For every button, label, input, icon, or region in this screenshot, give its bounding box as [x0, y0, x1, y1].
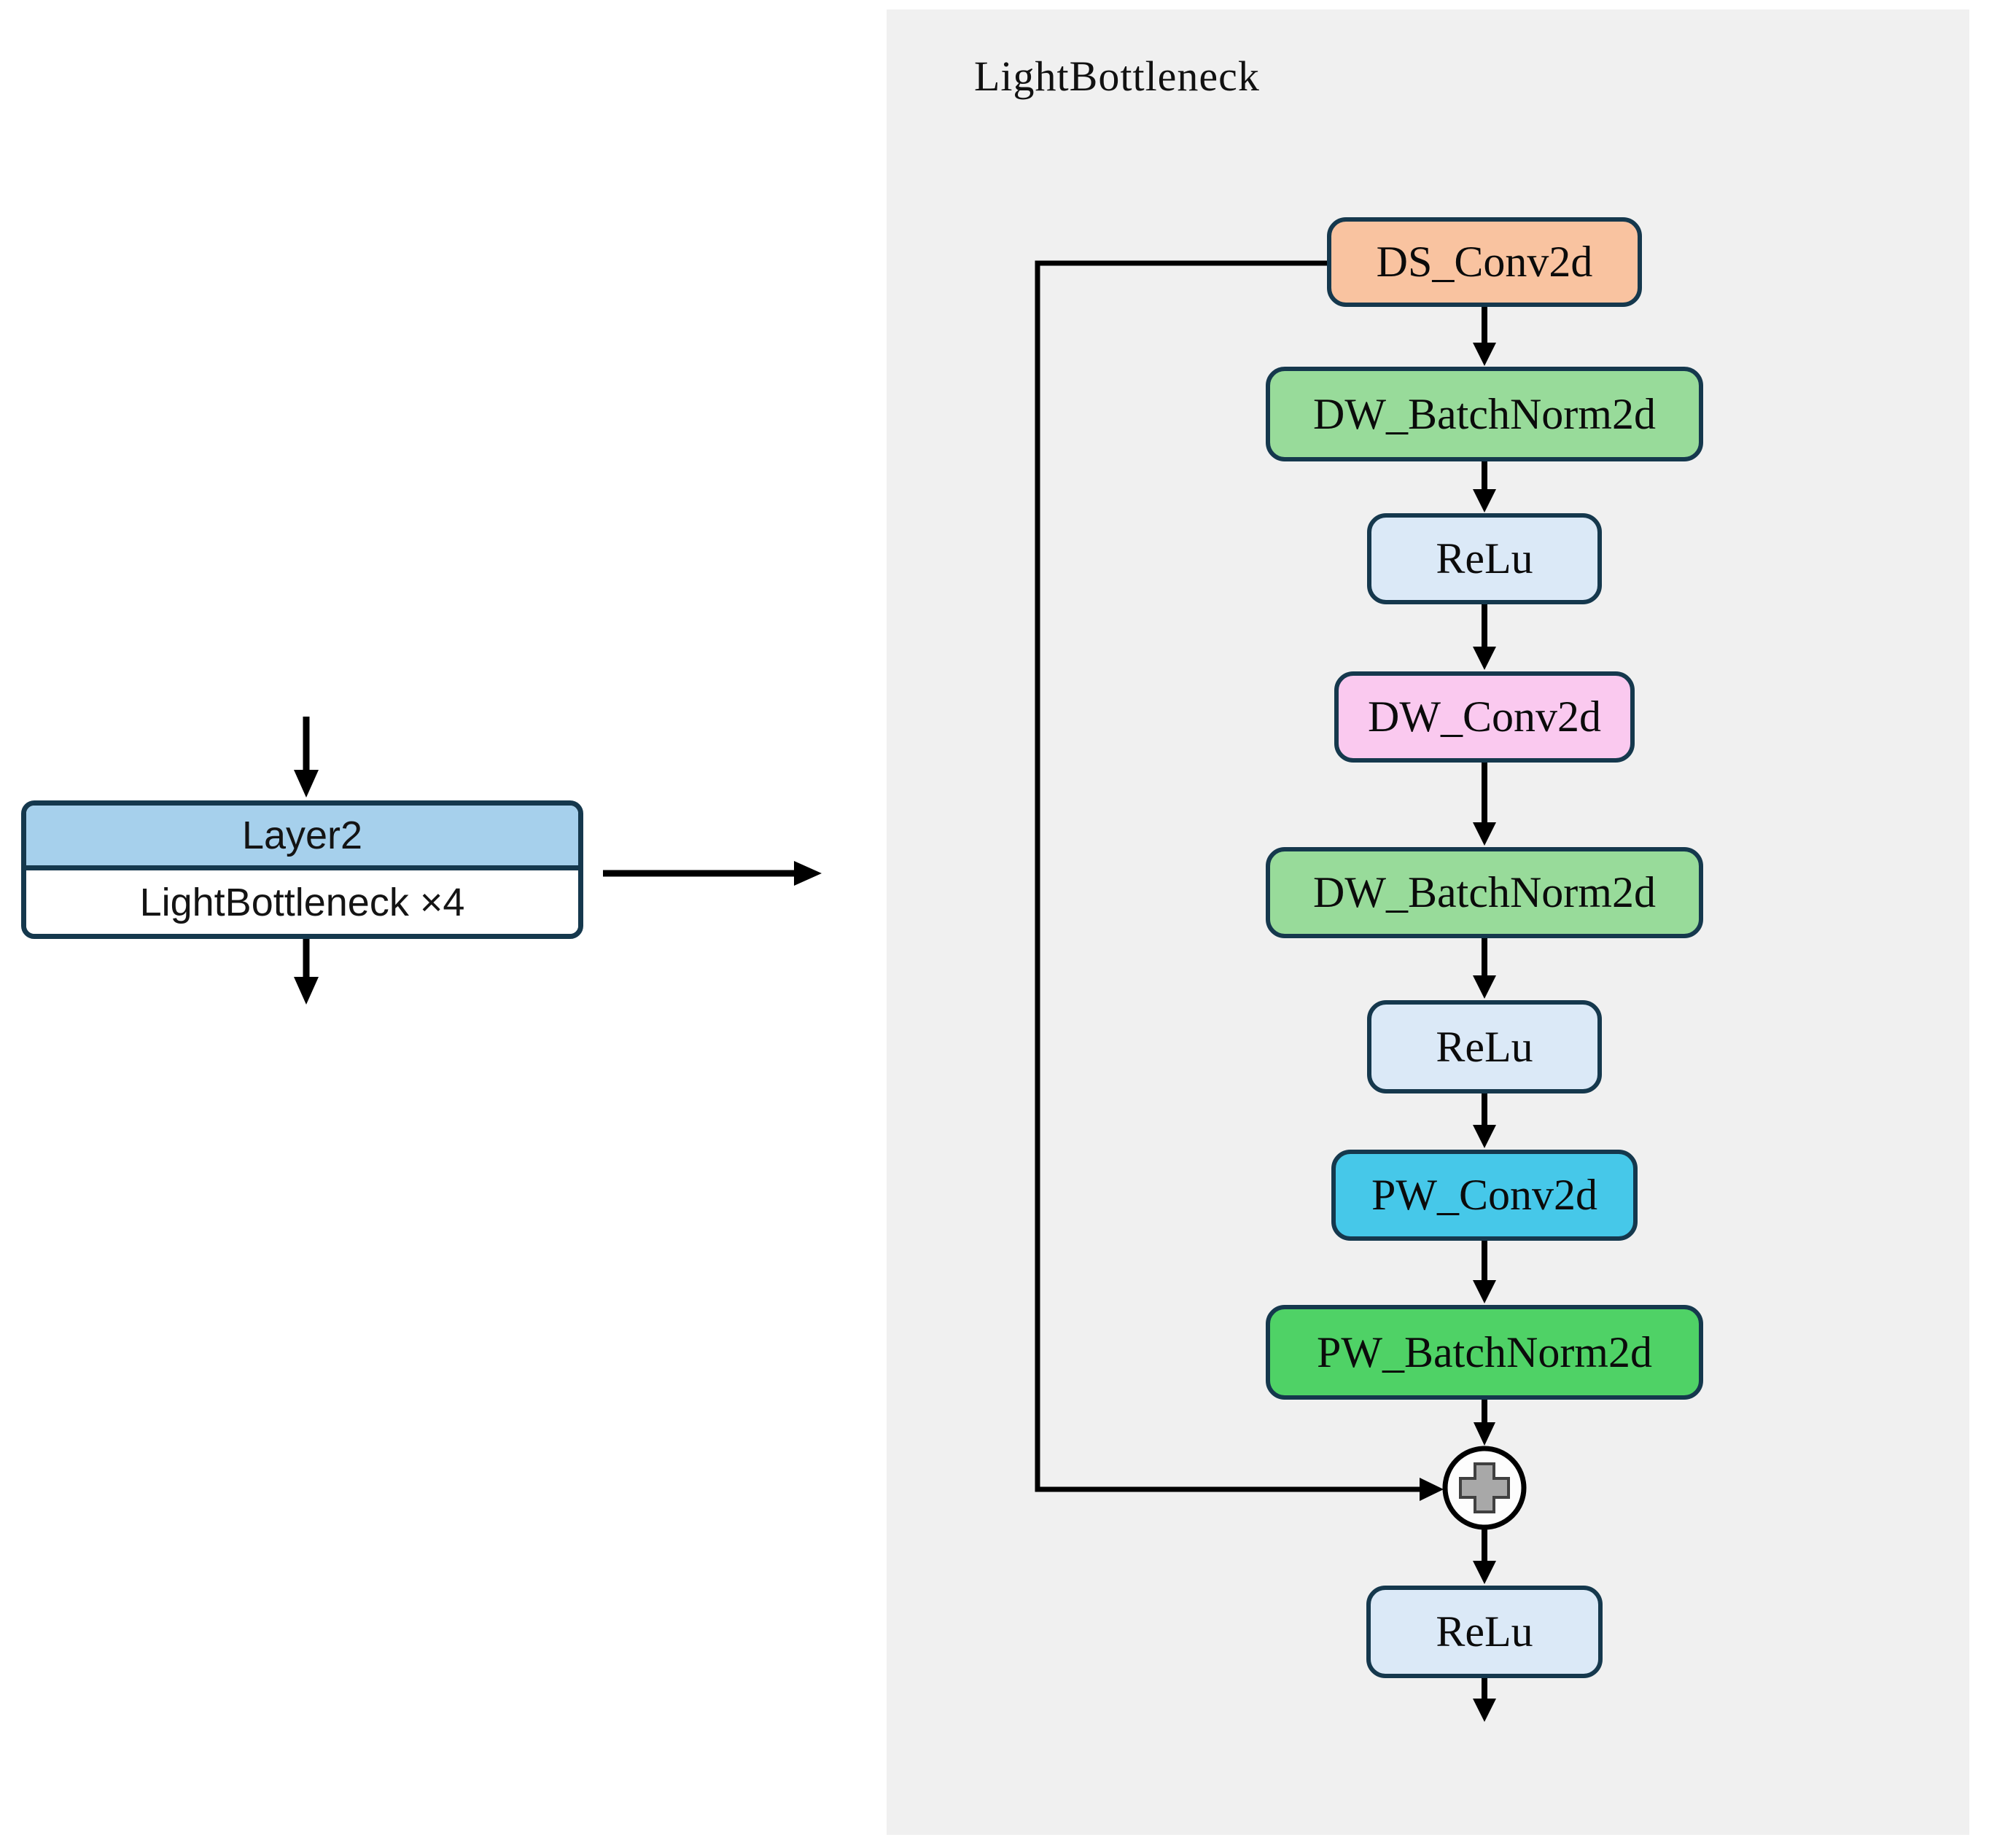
- node-relu-3: ReLu: [1366, 1586, 1603, 1678]
- node-pw-conv2d: PW_Conv2d: [1331, 1150, 1638, 1241]
- layer2-header: Layer2: [26, 806, 578, 870]
- flow-arrow-relu1-to-dwconv: [1473, 604, 1496, 670]
- output-arrow: [294, 939, 319, 1005]
- input-arrow: [294, 717, 319, 798]
- layer2-to-panel-arrow: [603, 861, 822, 886]
- node-ds-conv2d: DS_Conv2d: [1327, 217, 1642, 307]
- node-dw-conv2d: DW_Conv2d: [1334, 671, 1635, 763]
- flow-arrow-relu2-to-pwconv: [1473, 1093, 1496, 1148]
- add-junction: [1442, 1446, 1527, 1530]
- layer2-subtitle: LightBottleneck ×4: [139, 880, 465, 924]
- layer2-block: Layer2 LightBottleneck ×4: [21, 800, 583, 939]
- flow-arrow-pwbn-to-add: [1474, 1400, 1495, 1446]
- node-relu-1: ReLu: [1367, 513, 1602, 604]
- layer2-title: Layer2: [241, 814, 363, 857]
- layer2-body: LightBottleneck ×4: [26, 870, 578, 934]
- node-dw-batchnorm2d-2: DW_BatchNorm2d: [1266, 847, 1703, 938]
- flow-arrow-relu3-out: [1473, 1678, 1496, 1722]
- node-relu-2: ReLu: [1367, 1000, 1602, 1093]
- flow-arrow-pwconv-to-pwbn: [1473, 1241, 1496, 1303]
- node-pw-batchnorm2d: PW_BatchNorm2d: [1266, 1305, 1703, 1400]
- flow-arrow-dwbn1-to-relu1: [1473, 461, 1496, 512]
- node-dw-batchnorm2d-1: DW_BatchNorm2d: [1266, 367, 1703, 461]
- flow-arrow-dwbn2-to-relu2: [1473, 938, 1496, 999]
- panel-title: LightBottleneck: [974, 52, 1260, 100]
- flow-arrow-ds-to-dwbn1: [1473, 307, 1496, 366]
- skip-connection-line: [1035, 260, 1444, 1501]
- flow-arrow-add-to-relu3: [1473, 1527, 1496, 1584]
- plus-icon: [1459, 1462, 1510, 1513]
- flow-arrow-dwconv-to-dwbn2: [1473, 763, 1496, 846]
